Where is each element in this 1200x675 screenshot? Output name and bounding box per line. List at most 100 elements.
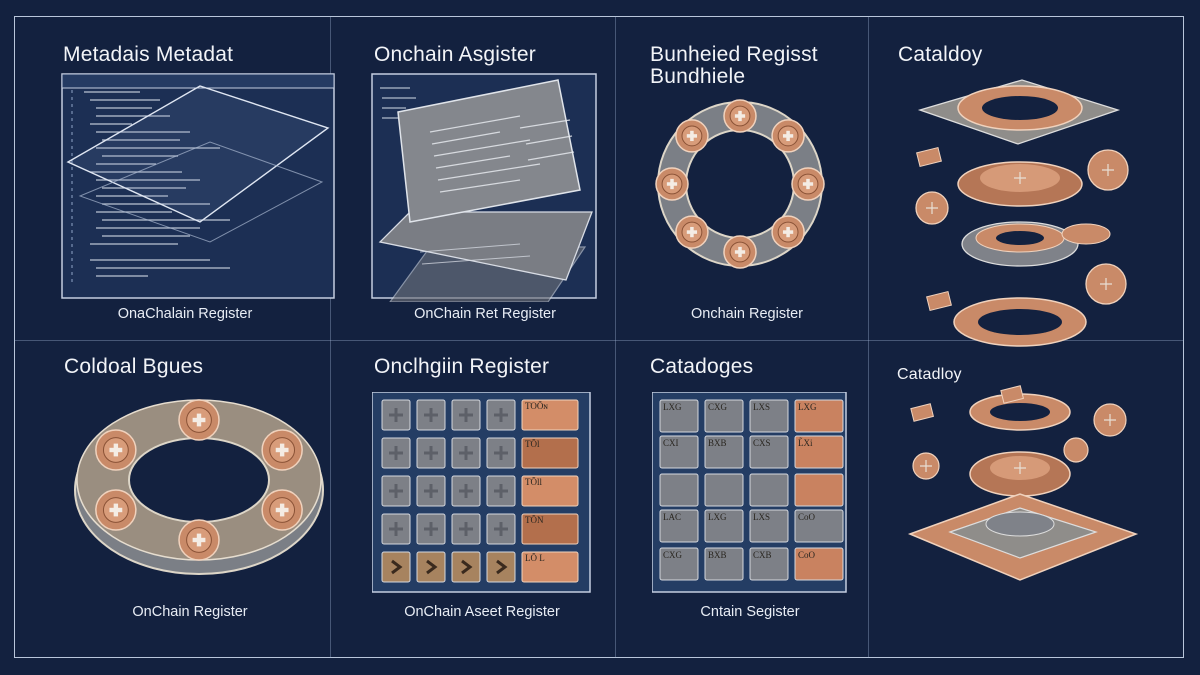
catalog-cell [659, 473, 699, 507]
chevron-right-icon [461, 559, 473, 575]
token-coin [675, 119, 709, 153]
catalog-cell [704, 547, 744, 581]
catalog-base-panel [900, 384, 1145, 584]
panel-caption: OnChain Ret Register [414, 306, 556, 322]
guide-line [14, 340, 1184, 341]
catalog-cell [659, 435, 699, 469]
cell-label: BXB [708, 550, 727, 560]
cell-label: CXI [663, 438, 679, 448]
panel-title: Metadais Metadat [63, 43, 234, 66]
token-coin [675, 215, 709, 249]
plus-icon [459, 408, 473, 422]
token-coin [771, 119, 805, 153]
plus-icon [389, 408, 403, 422]
panel-caption: Onchain Register [690, 306, 804, 322]
plus-icon [424, 484, 438, 498]
catalog-cell [749, 509, 789, 543]
chevron-right-icon [426, 559, 438, 575]
panel-caption: OnChain Register [132, 604, 248, 620]
large-token-ring-panel [68, 384, 330, 584]
plus-icon [389, 484, 403, 498]
chevron-right-icon [496, 559, 508, 575]
catalog-cell [749, 547, 789, 581]
cell-label: LXG [708, 512, 727, 522]
cell-label: LXS [753, 402, 770, 412]
cell-label: CXS [753, 438, 771, 448]
panel-title: Bunheied Regisst [650, 43, 818, 66]
plus-icon [494, 484, 508, 498]
plus-icon [389, 446, 403, 460]
plus-icon [389, 522, 403, 536]
cell-label: CXG [663, 550, 683, 560]
tile-label: TOÕɴ [525, 401, 548, 411]
plus-icon [494, 408, 508, 422]
token-coin [791, 167, 825, 201]
catalog-cell [704, 509, 744, 543]
plus-icon [459, 446, 473, 460]
panel-title: Coldoal Bgues [64, 355, 204, 378]
cell-label: L̃Xi [798, 438, 813, 448]
token-coin [723, 235, 757, 269]
cell-label: CoO [798, 550, 816, 560]
panel-caption: Cntain Segister [700, 604, 800, 620]
cell-label: LXG [798, 402, 817, 412]
guide-line [615, 16, 616, 658]
token-coin [261, 429, 303, 471]
tile-label: TÕl [525, 439, 540, 449]
token-ring-panel [648, 92, 838, 282]
grid-cell [381, 551, 411, 583]
cell-label: LXS [753, 512, 770, 522]
guide-line [868, 16, 869, 658]
code-screen-panel [60, 72, 340, 302]
token-coin [178, 519, 220, 561]
panel-subtitle: Bundhiele [650, 65, 746, 88]
catalog-cell [749, 399, 789, 433]
token-coin [655, 167, 689, 201]
grid-cell [451, 551, 481, 583]
plus-icon [494, 446, 508, 460]
cell-label: CXB [753, 550, 772, 560]
copper-tile [521, 475, 579, 507]
catalog-cell [794, 509, 844, 543]
catalog-cell [794, 473, 844, 507]
panel-title: Catadloy [897, 366, 962, 383]
guide-line [330, 16, 331, 658]
catalog-cell [659, 399, 699, 433]
grid-cell [416, 551, 446, 583]
catalog-cell [659, 547, 699, 581]
panel-title: Onchain Asgister [374, 43, 536, 66]
panel-title: Cataldoy [898, 43, 983, 66]
token-coin [723, 99, 757, 133]
token-coin [771, 215, 805, 249]
catalog-cell [794, 399, 844, 433]
catalog-stack-panel [900, 74, 1145, 354]
token-coin [95, 489, 137, 531]
catalog-cell [749, 473, 789, 507]
plus-icon [424, 446, 438, 460]
cell-label: CXG [708, 402, 728, 412]
plus-icon [459, 484, 473, 498]
panel-caption: OnaChalain Register [117, 306, 253, 322]
catalog-cell [794, 435, 844, 469]
tile-label: LÕ L [525, 553, 545, 563]
tile-label: TÕN [525, 515, 544, 525]
copper-tile [521, 399, 579, 431]
plus-icon [424, 408, 438, 422]
catalog-cell [794, 547, 844, 581]
copper-tile [521, 437, 579, 469]
plus-icon [424, 522, 438, 536]
chevron-right-icon [391, 559, 403, 575]
plus-icon [494, 522, 508, 536]
cell-label: BXB [708, 438, 727, 448]
catalog-cell [704, 399, 744, 433]
panel-title: Catadoges [650, 355, 754, 378]
copper-tile [521, 513, 579, 545]
cell-label: CoO [798, 512, 816, 522]
panel-caption: OnChain Aseet Register [404, 604, 560, 620]
panel-title: Onclhgiin Register [374, 355, 550, 378]
catalog-cell [749, 435, 789, 469]
catalog-cell [704, 473, 744, 507]
token-coin [261, 489, 303, 531]
